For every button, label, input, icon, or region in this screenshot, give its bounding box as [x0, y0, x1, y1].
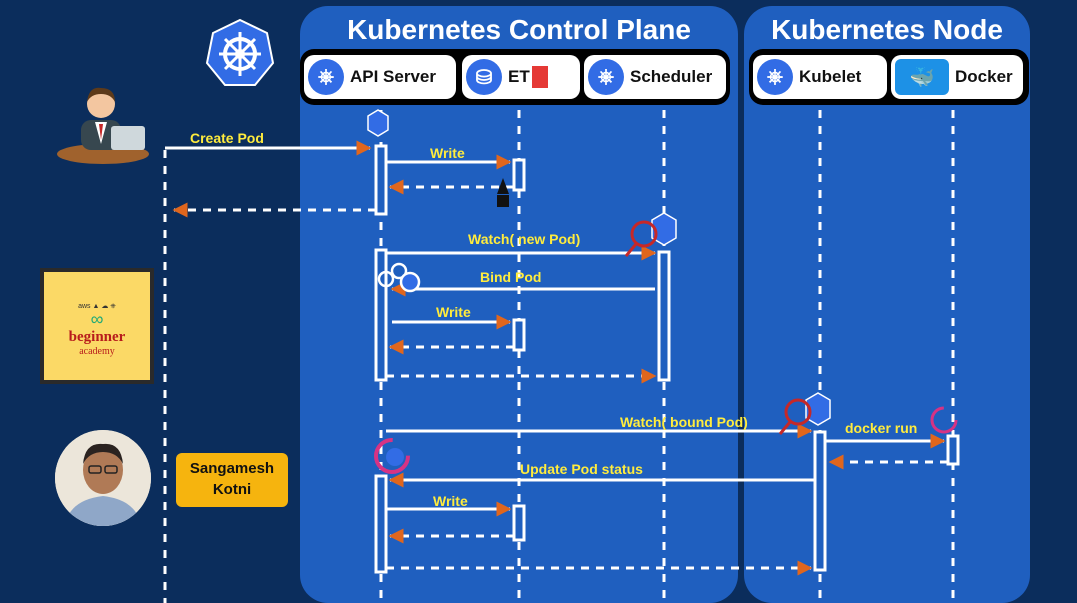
write-2-label: Write [436, 304, 471, 320]
control-plane-title: Kubernetes Control Plane [347, 14, 691, 45]
kubelet-icon: ⎈ [757, 59, 793, 95]
kubernetes-logo-icon [205, 18, 275, 86]
docker-whale-icon: 🐳 [895, 59, 949, 95]
magnifier-icon-kubelet [778, 398, 812, 435]
docker-component: 🐳 Docker [891, 55, 1023, 99]
handcuff-icon [377, 262, 421, 293]
pen-cursor-icon [497, 178, 509, 207]
kubelet-activation [813, 430, 827, 572]
academy-name: beginner [68, 329, 126, 345]
write-1-label: Write [430, 145, 465, 161]
kubelet-pod-icon [805, 392, 831, 426]
scheduler-activation [657, 250, 671, 382]
refresh-icon-docker [930, 406, 958, 434]
refresh-icon-api [374, 438, 410, 474]
kubelet-label: Kubelet [799, 67, 862, 86]
sched-icon: ⎈ [588, 59, 624, 95]
etcd-activation-1 [512, 158, 526, 192]
scheduler-pod-icon [651, 212, 677, 246]
academy-cloud-logos: aws ▲ ☁ ⎈ [78, 303, 116, 310]
api-activation-3 [374, 474, 388, 574]
api-server-component: ⎈ API Server [304, 55, 456, 99]
node-panel: Kubernetes Node [744, 6, 1030, 603]
etcd-icon: ⛁ [466, 59, 502, 95]
kubelet-component: ⎈ Kubelet [753, 55, 887, 99]
presenter-last-name: Kotni [212, 481, 252, 498]
magnifier-icon-scheduler [624, 220, 658, 257]
api-icon: ⎈ [308, 59, 344, 95]
docker-run-label: docker run [845, 420, 918, 436]
beginner-academy-logo: aws ▲ ☁ ⎈ ∞ beginner academy [40, 268, 154, 384]
pod-icon [367, 109, 389, 137]
watch-new-pod-label: Watch( new Pod) [468, 231, 581, 247]
write-3-label: Write [433, 493, 468, 509]
academy-subtitle: academy [79, 346, 115, 357]
node-title: Kubernetes Node [771, 14, 1003, 45]
user-at-laptop-icon [57, 87, 149, 164]
scheduler-label: Scheduler [630, 67, 713, 86]
pdf-annotation-icon [531, 66, 548, 88]
etcd-activation-3 [512, 504, 526, 542]
presenter-first-name: Sangamesh [189, 460, 275, 477]
update-pod-status-label: Update Pod status [520, 461, 643, 477]
docker-label: Docker [955, 67, 1013, 86]
api-server-label: API Server [350, 67, 436, 86]
docker-activation [946, 434, 960, 466]
watch-bound-pod-label: Watch( bound Pod) [620, 414, 748, 430]
etcd-activation-2 [512, 318, 526, 352]
etcd-component: ⛁ ET [462, 55, 580, 99]
scheduler-component: ⎈ Scheduler [584, 55, 726, 99]
infinity-icon: ∞ [90, 309, 104, 329]
api-activation-2 [374, 248, 388, 382]
create-pod-label: Create Pod [190, 130, 264, 146]
presenter-avatar [55, 430, 151, 526]
api-activation-1 [374, 144, 388, 216]
presenter-name-badge: Sangamesh Kotni [176, 453, 288, 507]
bind-pod-label: Bind Pod [480, 269, 542, 285]
etcd-label: ET [508, 67, 530, 86]
